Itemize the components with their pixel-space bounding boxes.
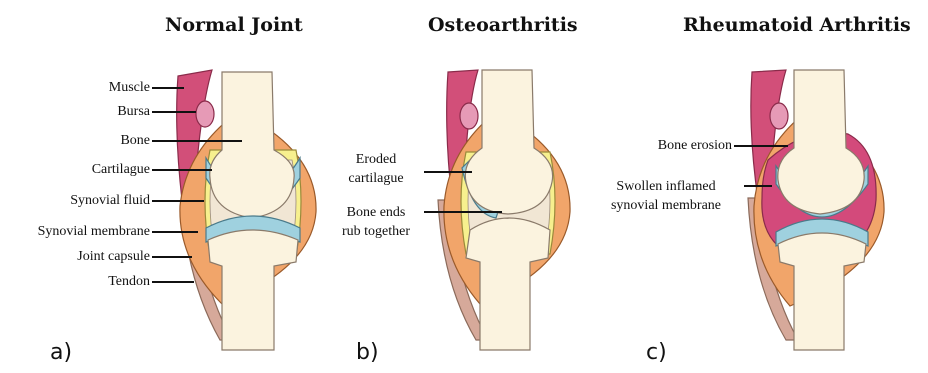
label-bone-ends-line2: rub together xyxy=(330,222,422,241)
label-synovial-fluid: Synovial fluid xyxy=(70,191,150,210)
label-swollen-line1: Swollen inflamed xyxy=(592,177,740,196)
label-bone-erosion: Bone erosion xyxy=(658,136,732,155)
normal-joint-illustration xyxy=(152,70,316,350)
panel-letter-b: b) xyxy=(356,340,379,365)
label-synovial-membrane: Synovial membrane xyxy=(38,222,150,241)
label-bursa: Bursa xyxy=(117,102,150,121)
panel-letter-a: a) xyxy=(50,340,72,365)
panel-letter-c: c) xyxy=(646,340,667,365)
panel-title-rheumatoid-arthritis: Rheumatoid Arthritis xyxy=(683,14,911,36)
panel-title-osteoarthritis: Osteoarthritis xyxy=(428,14,578,36)
bursa-shape xyxy=(196,101,214,127)
bursa-shape xyxy=(770,103,788,129)
label-swollen-line2: synovial membrane xyxy=(592,196,740,215)
lower-bone-shape xyxy=(208,230,298,350)
label-eroded-line1: Eroded xyxy=(330,150,422,169)
label-muscle: Muscle xyxy=(109,78,150,97)
label-eroded-line2: cartilague xyxy=(330,169,422,188)
label-bone: Bone xyxy=(120,131,150,150)
label-joint-capsule: Joint capsule xyxy=(77,247,150,266)
panel-title-normal-joint: Normal Joint xyxy=(165,14,303,36)
label-tendon: Tendon xyxy=(108,272,150,291)
osteoarthritis-illustration xyxy=(424,70,570,350)
rheumatoid-arthritis-illustration xyxy=(734,70,884,350)
label-bone-ends-rub-together: Bone ends rub together xyxy=(330,203,422,241)
bursa-shape xyxy=(460,103,478,129)
label-eroded-cartilage: Eroded cartilague xyxy=(330,150,422,188)
label-cartilage: Cartilague xyxy=(92,160,150,179)
label-bone-ends-line1: Bone ends xyxy=(330,203,422,222)
label-swollen-inflamed-synovial-membrane: Swollen inflamed synovial membrane xyxy=(592,177,740,215)
